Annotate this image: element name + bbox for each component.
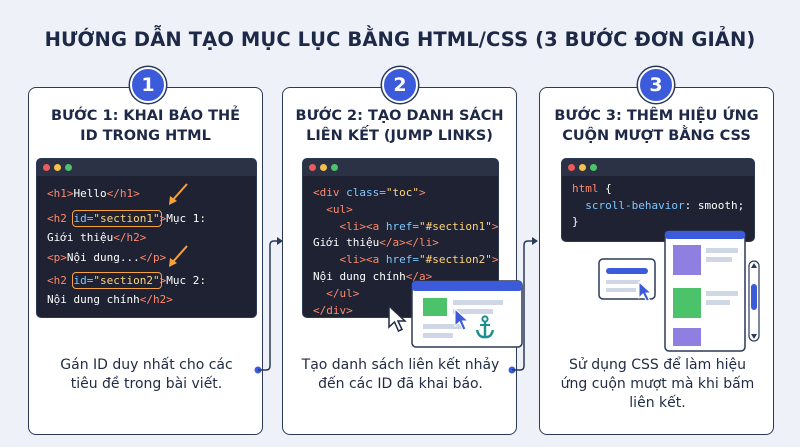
step-3-code-editor: html { scroll-behavior: smooth;} xyxy=(561,158,755,242)
step-1-title: BƯỚC 1: KHAI BÁO THẺ ID TRONG HTML xyxy=(50,108,241,144)
browser-window-illustration xyxy=(411,280,523,348)
highlight-arrow-icon xyxy=(169,183,188,267)
step-1-card: BƯỚC 1: KHAI BÁO THẺ ID TRONG HTML <h1>H… xyxy=(28,87,263,435)
minimize-dot-icon xyxy=(54,164,61,171)
blue-cursor-icon xyxy=(454,307,470,331)
close-dot-icon xyxy=(568,164,575,171)
maximize-dot-icon xyxy=(65,164,72,171)
editor-titlebar xyxy=(303,159,498,176)
close-dot-icon xyxy=(309,164,316,171)
step-1-code: <h1>Hello</h1><h2 id="section1">Mục 1:Gi… xyxy=(47,187,206,307)
step-3-code: html { scroll-behavior: smooth;} xyxy=(572,182,745,228)
step-1-badge: 1 xyxy=(130,67,166,103)
editor-titlebar xyxy=(37,159,256,176)
minimize-dot-icon xyxy=(320,164,327,171)
maximize-dot-icon xyxy=(590,164,597,171)
step-3-description: Sử dụng CSS để làm hiệu ứng cuộn mượt mà… xyxy=(560,357,755,411)
step-3-badge: 3 xyxy=(638,67,674,103)
minimize-dot-icon xyxy=(579,164,586,171)
step-1-code-editor: <h1>Hello</h1><h2 id="section1">Mục 1:Gi… xyxy=(36,158,257,318)
step-2-title: BƯỚC 2: TẠO DANH SÁCH LIÊN KẾT (JUMP LIN… xyxy=(295,108,504,144)
step-2-description: Tạo danh sách liên kết nhảy đến các ID đ… xyxy=(301,357,500,392)
step-2-card: BƯỚC 2: TẠO DANH SÁCH LIÊN KẾT (JUMP LIN… xyxy=(282,87,523,435)
editor-titlebar xyxy=(562,159,754,176)
maximize-dot-icon xyxy=(331,164,338,171)
anchor-icon xyxy=(475,315,495,339)
step-2-badge: 2 xyxy=(382,67,418,103)
step-1-description: Gán ID duy nhất cho các tiêu đề trong bà… xyxy=(60,357,233,392)
close-dot-icon xyxy=(43,164,50,171)
mouse-cursor-icon xyxy=(388,304,407,332)
step-2-code: <div class="toc"> <ul> <li><a href="#sec… xyxy=(313,186,499,317)
blue-cursor-icon xyxy=(638,280,653,302)
page-title: HƯỚNG DẪN TẠO MỤC LỤC BẰNG HTML/CSS (3 B… xyxy=(44,28,756,51)
step-3-card: BƯỚC 3: THÊM HIỆU ỨNG CUỘN MƯỢT BẰNG CSS… xyxy=(539,87,774,435)
step-3-title: BƯỚC 3: THÊM HIỆU ỨNG CUỘN MƯỢT BẰNG CSS xyxy=(554,108,759,144)
